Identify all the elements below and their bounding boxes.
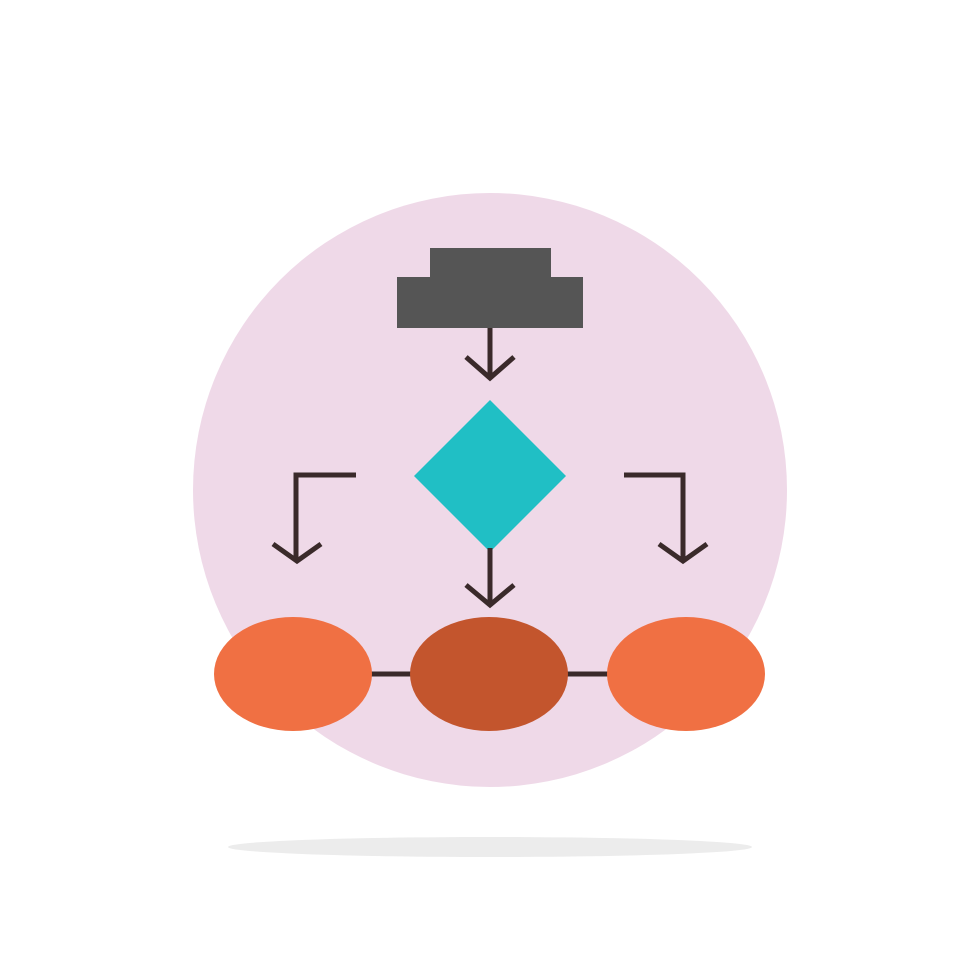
decision-diamond-icon: [414, 400, 566, 552]
arrow-down-top: [464, 328, 516, 382]
ground-shadow: [228, 837, 752, 857]
arrow-left-branch: [271, 472, 356, 565]
arrow-down-center: [464, 548, 516, 609]
arrow-right-branch: [624, 472, 709, 565]
center-terminal-ellipse: [410, 617, 568, 731]
left-terminal-ellipse: [214, 617, 372, 731]
right-terminal-ellipse: [607, 617, 765, 731]
process-block-icon: [397, 248, 583, 328]
